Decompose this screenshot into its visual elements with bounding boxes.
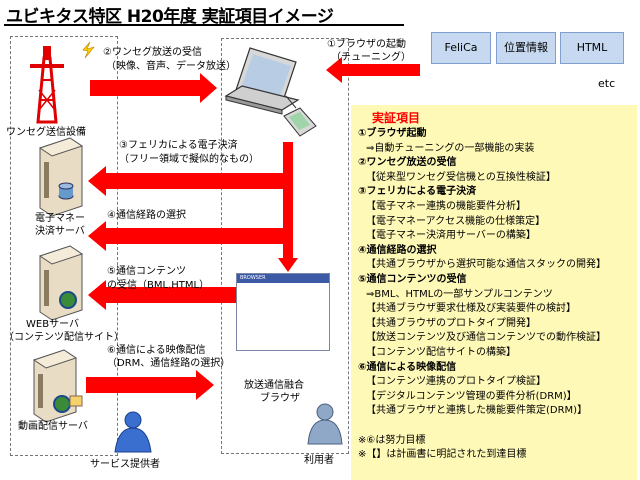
server-emoney-icon [38,137,84,217]
panel-line: ⇒自動チューニングの一部機能の実装 [366,142,535,154]
label-oneseg-station: ワンセグ送信設備 [6,127,86,138]
provider-person-icon [114,411,152,453]
label-emoney-2: 決済サーバ [35,226,85,237]
tag-location: 位置情報 [496,32,556,64]
panel-title: 実証項目 [372,111,421,125]
arrow-content [88,280,236,310]
label-startup-1: ①ブラウザの起動 [327,39,406,50]
label-web-2: （コンテンツ配信サイト） [4,332,124,343]
browser-titlebar: BROWSER [237,274,329,283]
label-video-2: （DRM、通信経路の選択） [107,358,231,369]
panel-line: ⑥通信による映像配信 [358,361,457,373]
label-oneseg-1: ②ワンセグ放送の受信 [103,47,202,58]
label-video-1: ⑥通信による映像配信 [107,345,206,356]
panel-line: 【共通ブラウザのプロトタイプ開発】 [366,317,536,329]
label-felica-1: ③フェリカによる電子決済 [119,140,238,151]
page-title: ユビキタス特区 H20年度 実証項目イメージ [6,7,334,27]
panel-line: ④通信経路の選択 [358,244,437,256]
panel-line: 【共通ブラウザ要求仕様及び実装要件の検討】 [366,303,576,315]
label-user: 利用者 [304,455,334,466]
arrow-video [86,370,214,400]
tag-html: HTML [560,32,624,64]
arrow-felica [88,166,292,196]
panel-line: 【電子マネー連携の機能要件分析】 [366,201,526,212]
tower-icon [30,46,64,124]
provider-boundary [10,36,118,456]
label-browser-2: ブラウザ [260,393,300,404]
label-video-server: 動画配信サーバ [18,421,88,432]
label-content-2: の受信（BML,HTML） [107,280,210,291]
label-oneseg-2: （映像、音声、データ放送） [106,61,236,72]
panel-line: ①ブラウザ起動 [358,128,427,139]
panel-line: 【放送コンテンツ及び通信コンテンツでの動作検証】 [366,332,606,344]
arrow-route [88,221,262,251]
label-provider: サービス提供者 [90,459,160,470]
label-browser-1: 放送通信融合 [244,380,304,391]
server-video-icon [32,349,83,423]
panel-line: ※⑥は努力目標 [358,434,426,446]
panel-line: ⇒BML、HTMLの一部サンプルコンテンツ [366,288,553,300]
tag-felica: FeliCa [431,32,491,64]
connector-route [262,228,288,244]
panel-line: 【従来型ワンセグ受信機との互換性検証】 [366,171,556,183]
panel-line: ※【】は計画書に明記された到達目標 [358,449,527,461]
panel-line: 【電子マネーアクセス機能の仕様策定】 [366,215,546,227]
label-startup-2: （チューニング） [331,52,411,63]
label-emoney-1: 電子マネー [35,213,85,224]
label-web-1: WEBサーバ [26,319,79,330]
label-felica-2: （フリー領域で擬似的なもの） [119,154,259,165]
panel-line: 【共通ブラウザから選択可能な通信スタックの開発】 [366,259,606,271]
panel-line: ②ワンセグ放送の受信 [358,157,457,169]
pda-icon [283,95,317,137]
panel-line: ③フェリカによる電子決済 [358,186,477,198]
server-web-icon [38,245,84,321]
browser-window: BROWSER [236,273,330,351]
panel-line: 【電子マネー決済用サーバーの構築】 [366,230,536,242]
etc-label: etc [598,77,616,90]
panel-line: 【コンテンツ連携のプロトタイプ検証】 [366,376,546,388]
laptop-icon [224,47,300,115]
title-underline [4,24,404,26]
signal-icon [82,41,95,59]
label-content-1: ⑤通信コンテンツ [107,266,186,277]
arrow-startup [326,57,420,83]
user-boundary [221,38,349,454]
label-route: ④通信経路の選択 [107,210,186,221]
panel-line: 【共通ブラウザと連携した機能要件策定(DRM)】 [366,405,588,417]
panel-line: ⑤通信コンテンツの受信 [358,274,467,285]
panel-line: 【コンテンツ配信サイトの構築】 [366,347,516,358]
user-person-icon [307,403,343,445]
panel-line: 【デジタルコンテンツ管理の要件分析(DRM)】 [366,390,577,402]
arrow-oneseg [90,73,217,103]
items-panel [351,105,637,480]
arrow-down-browser [278,258,298,272]
connector-vertical [283,142,293,265]
